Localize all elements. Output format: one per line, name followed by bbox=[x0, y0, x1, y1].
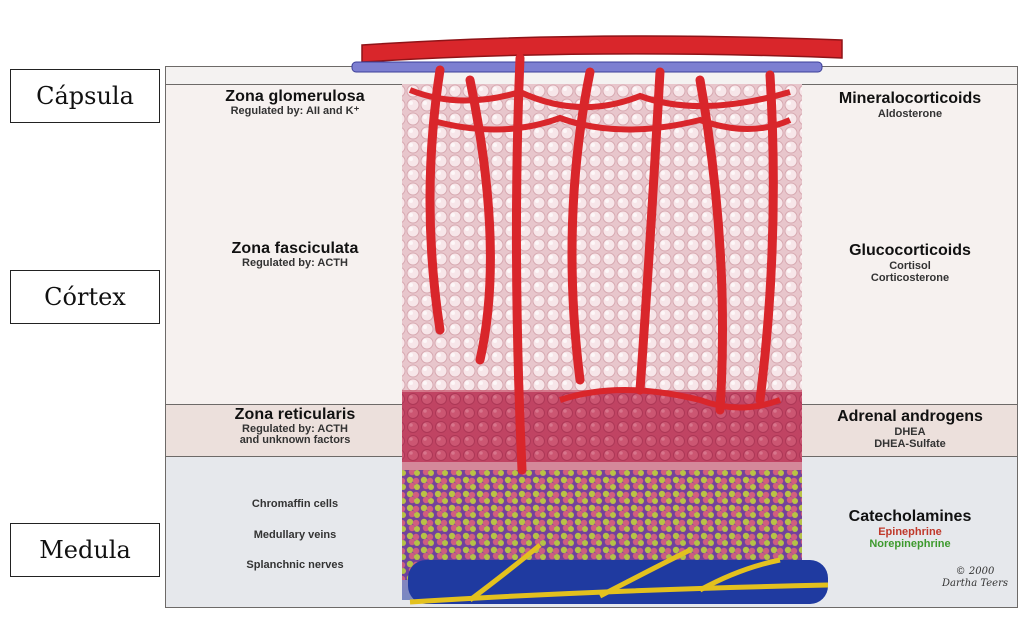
capsule-artery bbox=[362, 36, 842, 62]
product-corticosterone: Corticosterone bbox=[808, 272, 1012, 284]
product-glucocorticoids-title: Glucocorticoids bbox=[808, 242, 1012, 260]
product-dhea: DHEA bbox=[808, 426, 1012, 438]
zone-fasciculata-title: Zona fasciculata bbox=[190, 240, 400, 258]
medulla-item-nerves: Splanchnic nerves bbox=[200, 559, 390, 571]
zone-reticularis-title: Zona reticularis bbox=[190, 406, 400, 424]
zone-glomerulosa: Zona glomerulosa Regulated by: AII and K… bbox=[190, 88, 400, 117]
product-dhea-sulfate: DHEA-Sulfate bbox=[808, 438, 1012, 450]
medulla-item-veins: Medullary veins bbox=[200, 529, 390, 541]
product-catecholamines-title: Catecholamines bbox=[808, 508, 1012, 526]
product-epinephrine: Epinephrine bbox=[808, 526, 1012, 538]
product-mineralocorticoids: Mineralocorticoids Aldosterone bbox=[808, 90, 1012, 120]
product-catecholamines: Catecholamines Epinephrine Norepinephrin… bbox=[808, 508, 1012, 550]
zone-glomerulosa-title: Zona glomerulosa bbox=[190, 88, 400, 106]
product-androgens-title: Adrenal androgens bbox=[808, 408, 1012, 426]
zone-glomerulosa-regulation: Regulated by: AII and K⁺ bbox=[190, 106, 400, 117]
artist-signature: © 2000 Dartha Teers bbox=[938, 566, 1012, 590]
product-cortisol: Cortisol bbox=[808, 260, 1012, 272]
product-glucocorticoids: Glucocorticoids Cortisol Corticosterone bbox=[808, 242, 1012, 284]
zone-reticularis: Zona reticularis Regulated by: ACTH and … bbox=[190, 406, 400, 446]
label-capsule: Cápsula bbox=[10, 69, 160, 123]
zone-reticularis-regulation-extra: and unknown factors bbox=[190, 435, 400, 446]
product-aldosterone: Aldosterone bbox=[808, 108, 1012, 120]
product-androgens: Adrenal androgens DHEA DHEA-Sulfate bbox=[808, 408, 1012, 450]
label-cortex: Córtex bbox=[10, 270, 160, 324]
product-mineralocorticoids-title: Mineralocorticoids bbox=[808, 90, 1012, 108]
label-medulla: Medula bbox=[10, 523, 160, 577]
product-norepinephrine: Norepinephrine bbox=[808, 538, 1012, 550]
cortex-cells bbox=[402, 84, 802, 414]
medulla-item-chromaffin: Chromaffin cells bbox=[200, 498, 390, 510]
zone-fasciculata: Zona fasciculata Regulated by: ACTH bbox=[190, 240, 400, 269]
zone-fasciculata-regulation: Regulated by: ACTH bbox=[190, 258, 400, 269]
